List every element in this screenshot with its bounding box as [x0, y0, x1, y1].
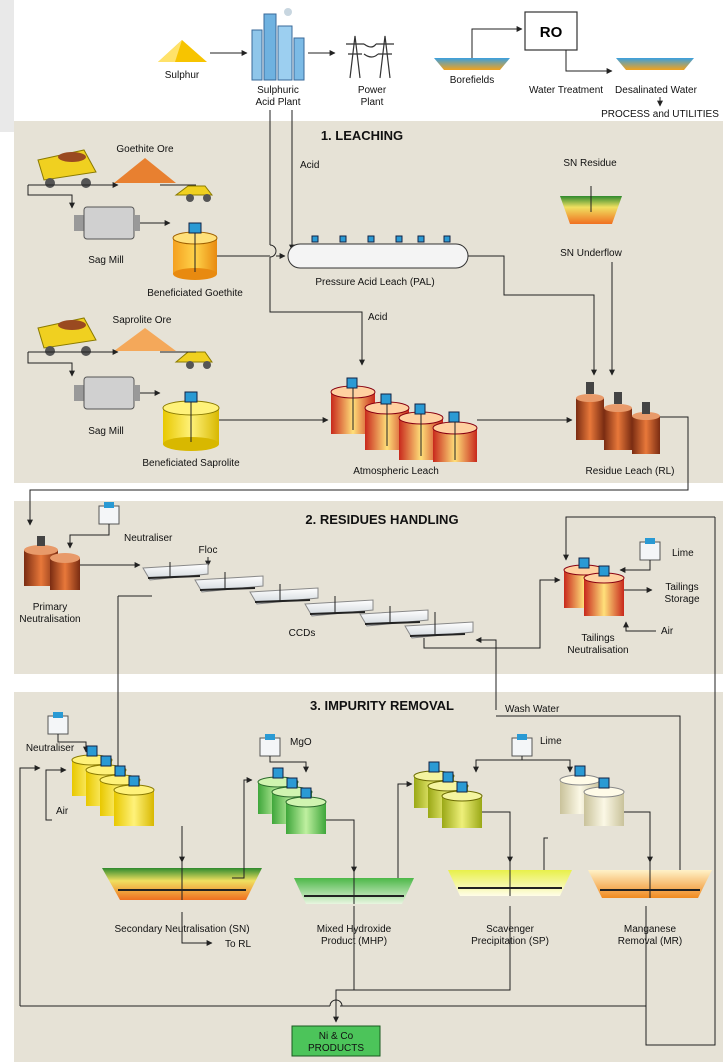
sag-mill-2-icon [74, 376, 140, 410]
residues-title: 2. RESIDUES HANDLING [305, 512, 458, 527]
power-plant-label-2: Plant [361, 97, 384, 108]
floc-label: Floc [199, 545, 218, 556]
neutraliser-label-1: Neutraliser [124, 533, 173, 544]
neutraliser-label-2: Neutraliser [26, 743, 75, 754]
power-plant-label-1: Power [358, 85, 387, 96]
products-label-1: Ni & Co [319, 1031, 354, 1042]
wash-water-label: Wash Water [505, 704, 560, 715]
ro-box [524, 11, 578, 51]
process-utilities-label: PROCESS and UTILITIES [601, 109, 719, 120]
ccds-label: CCDs [289, 628, 316, 639]
goethite-ore-pile [114, 158, 176, 183]
mr-label-1: Manganese [624, 924, 677, 935]
ro-label: RO [540, 24, 563, 41]
sulphur-pile [158, 40, 207, 62]
pal-label: Pressure Acid Leach (PAL) [315, 277, 434, 288]
mhp-thickener [294, 866, 414, 904]
atmospheric-leach-label: Atmospheric Leach [353, 466, 439, 477]
beneficiated-saprolite-label: Beneficiated Saprolite [142, 458, 240, 469]
sn-underflow-thickener [560, 186, 622, 224]
loader-icon-2 [174, 351, 213, 369]
products-label-2: PRODUCTS [308, 1043, 364, 1054]
lime-label-1: Lime [672, 548, 694, 559]
sp-thickener [448, 858, 572, 896]
mhp-tanks [257, 767, 327, 834]
neutraliser-hopper-1 [98, 502, 120, 525]
tailings-storage-label-1: Tailings [665, 582, 698, 593]
air-label-1: Air [661, 626, 674, 637]
sn-thickener [102, 858, 262, 900]
primary-label-1: Primary [33, 602, 67, 613]
sn-residue-label: SN Residue [563, 158, 617, 169]
acid-plant-label-2: Acid Plant [255, 97, 300, 108]
residue-leach-tanks [576, 382, 660, 454]
air-label-2: Air [56, 806, 69, 817]
mr-label-2: Removal (MR) [618, 936, 682, 947]
atmospheric-leach-tanks [330, 377, 478, 462]
sag-mill-1-icon [74, 206, 140, 240]
goethite-ore-label: Goethite Ore [116, 144, 174, 155]
desalinated-pond [616, 58, 694, 70]
left-strip [0, 0, 14, 132]
tailings-storage-label-2: Storage [664, 594, 699, 605]
acid-plant-icon [251, 8, 305, 81]
neutraliser-hopper-2 [47, 712, 69, 735]
primary-label-2: Neutralisation [19, 614, 80, 625]
acid-plant-label-1: Sulphuric [257, 85, 299, 96]
mr-thickener [588, 858, 712, 898]
beneficiated-goethite-label: Beneficiated Goethite [147, 288, 243, 299]
tailings-neut-label-1: Tailings [581, 633, 614, 644]
beneficiated-goethite-tank [172, 222, 218, 280]
leaching-title: 1. LEACHING [321, 128, 403, 143]
sag-mill-2-label: Sag Mill [88, 426, 124, 437]
sn-underflow-label: SN Underflow [560, 248, 622, 259]
beneficiated-saprolite-tank [162, 391, 220, 451]
residue-leach-label: Residue Leach (RL) [586, 466, 675, 477]
dump-truck-icon-2 [37, 317, 97, 356]
sulphur-label: Sulphur [165, 70, 200, 81]
saprolite-ore-label: Saprolite Ore [113, 315, 172, 326]
products-box [291, 1025, 381, 1057]
sp-tanks [413, 761, 483, 828]
power-plant-icon [346, 35, 394, 79]
primary-neutralisation-tanks [24, 536, 80, 590]
loader-icon [174, 185, 214, 202]
lime-label-2: Lime [540, 736, 562, 747]
impurity-title: 3. IMPURITY REMOVAL [310, 698, 454, 713]
mgo-label: MgO [290, 737, 312, 748]
tailings-neut-label-2: Neutralisation [567, 645, 628, 656]
borefields-pond [434, 58, 510, 70]
borefields-label: Borefields [450, 75, 494, 86]
acid-label-1: Acid [300, 160, 319, 171]
ccd-thickeners [142, 562, 474, 639]
desalinated-water-label: Desalinated Water [615, 85, 698, 96]
sag-mill-1-label: Sag Mill [88, 255, 124, 266]
acid-label-2: Acid [368, 312, 387, 323]
tailings-neutralisation-tanks [563, 557, 625, 616]
to-rl-label: To RL [225, 939, 252, 950]
saprolite-ore-pile [114, 328, 176, 351]
water-treatment-label: Water Treatment [529, 85, 603, 96]
mr-tanks [559, 765, 625, 826]
sn-tanks [71, 745, 155, 826]
